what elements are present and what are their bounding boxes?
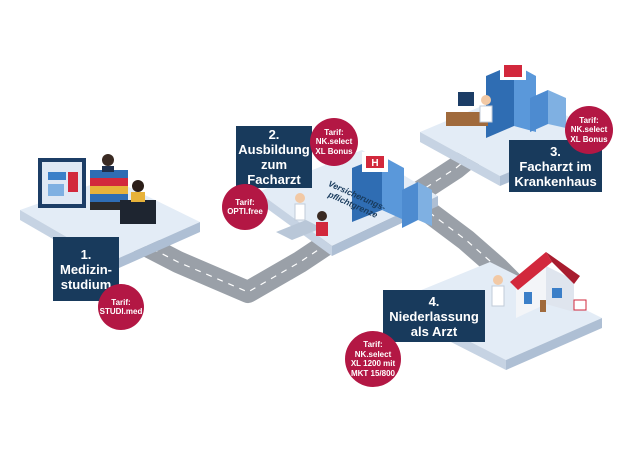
tarif-name-2: XL 1200 mit [350, 359, 396, 368]
tarif-name-2: XL Bonus [315, 146, 353, 156]
stage-4-line-2: als Arzt [410, 323, 458, 339]
tarif-circle-nk-select-xl-bonus-krankenhaus: Tarif: NK.select XL Bonus [565, 106, 613, 154]
stage-2-line-2: zum [261, 157, 287, 172]
tarif-name: NK.select [354, 349, 392, 359]
patient-treatment-illustration [276, 193, 328, 240]
hospital-building-illustration: H [352, 152, 432, 228]
stage-1-line-2: studium [60, 276, 112, 292]
hospital-sign-text: H [371, 158, 378, 169]
tarif-label: Tarif: [363, 340, 383, 349]
tarif-name: NK.select [315, 137, 353, 147]
tarif-name: OPTI.free [227, 207, 263, 216]
tarif-circle-studi-med: Tarif: STUDI.med [98, 284, 144, 330]
stage-3-number: 3. [550, 143, 561, 159]
tarif-name: NK.select [570, 125, 608, 135]
stage-3-line-2: Krankenhaus [514, 173, 597, 189]
tarif-label: Tarif: [111, 297, 131, 307]
stage-2-number: 2. [268, 127, 280, 142]
tarif-label: Tarif: [324, 127, 344, 137]
stage-4-number: 4. [428, 293, 440, 309]
tarif-label: Tarif: [579, 115, 599, 125]
stage-4-line-1: Niederlassung [389, 308, 479, 324]
stage-3-krankenhaus: 3. Facharzt im Krankenhaus [509, 140, 602, 192]
tarif-circle-nk-select-xl-1200: Tarif: NK.select XL 1200 mit MKT 15/800 [345, 331, 401, 387]
study-scene-illustration [38, 154, 156, 224]
stage-4-niederlassung: 4. Niederlassung als Arzt [383, 290, 485, 342]
tarif-circle-nk-select-xl-bonus-ausbildung: Tarif: NK.select XL Bonus [310, 118, 358, 166]
tarif-name-2: XL Bonus [570, 134, 608, 144]
tarif-label: Tarif: [235, 197, 255, 207]
tarif-name: STUDI.med [99, 307, 143, 316]
tarif-circle-opti-free: Tarif: OPTI.free [222, 184, 268, 230]
large-hospital-illustration [446, 62, 566, 138]
stage-2-ausbildung: 2. Ausbildung zum Facharzt [236, 126, 312, 188]
stage-1-number: 1. [80, 246, 92, 262]
practice-house-illustration [491, 252, 587, 318]
stage-2-line-1: Ausbildung [238, 142, 310, 157]
stage-2-line-3: Facharzt [247, 172, 301, 187]
tarif-name-3: MKT 15/800 [350, 368, 396, 378]
stage-1-line-1: Medizin- [60, 261, 112, 277]
stage-3-line-1: Facharzt im [519, 158, 592, 174]
